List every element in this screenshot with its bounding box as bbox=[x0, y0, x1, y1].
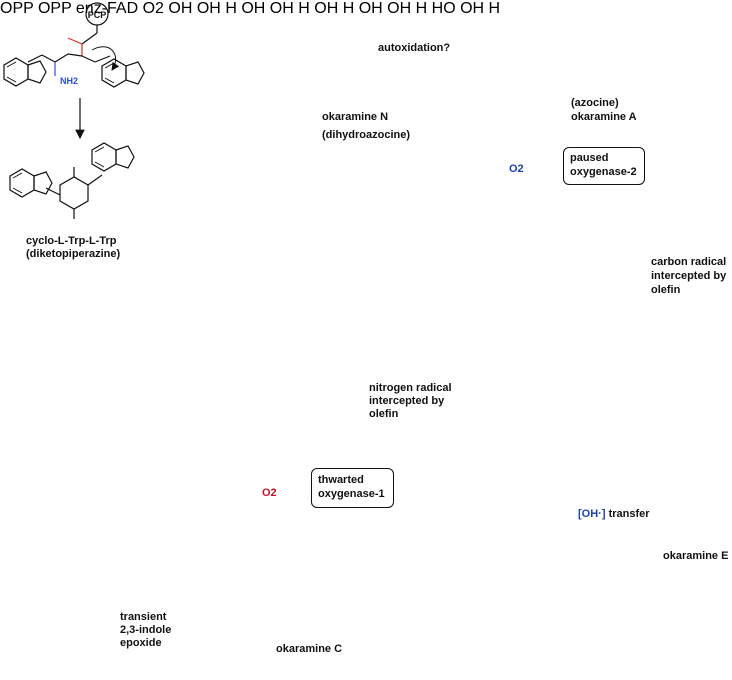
arrow-up-thwarted: O2 thwarted oxygenase-1 OH nitrogen radi… bbox=[196, 0, 729, 562]
opp-blue-label: OPP bbox=[37, 0, 72, 17]
carbon-intercepted-label: intercepted by bbox=[651, 270, 727, 282]
okaramine-e-box: HO OH H okaramine E const data = JSON.pa… bbox=[431, 0, 729, 562]
dihydroazocine-label: (dihydroazocine) bbox=[322, 129, 411, 141]
thwarted-label: thwarted bbox=[318, 474, 364, 486]
arrow-paused: O2 paused oxygenase-2 OH carbon radical … bbox=[358, 0, 729, 562]
epoxide-label: epoxide bbox=[120, 637, 162, 649]
arrow-up-okaramine-n: OH H okaramine N (dihydroazocine) autoxi… bbox=[269, 0, 729, 562]
oxygenase-2-label: oxygenase-2 bbox=[570, 166, 637, 178]
okaramine-a-label: okaramine A bbox=[571, 111, 637, 123]
diketopiperazine-label: (diketopiperazine) bbox=[26, 248, 121, 260]
arrow-autoxidation: OH H (azocine) okaramine A O2 paused oxy… bbox=[314, 0, 729, 562]
carbon-radical-label: carbon radical bbox=[651, 256, 727, 268]
arrow-prenylation: OPP OPP enz-FAD O2 transient 2,3-indole … bbox=[0, 0, 729, 655]
paused-oxygenase-box bbox=[563, 147, 645, 185]
cyclo-trp-trp-name: cyclo-L-Trp-L-Trp bbox=[26, 235, 117, 247]
arrow-radical-cyclization-right: OH H [OH·] transfer HO OH H okaramine E … bbox=[387, 0, 729, 562]
okaramine-e-label: okaramine E bbox=[663, 550, 729, 562]
okaramine-e-structure: HO OH H bbox=[431, 0, 501, 17]
oh-transfer-label: [OH·] transfer bbox=[578, 508, 650, 521]
opp-red-label: OPP bbox=[0, 0, 34, 17]
pcp-label: PCP bbox=[88, 10, 107, 20]
pcp-tethered-dipeptide bbox=[3, 2, 145, 88]
carbon-radical-intermediate-mid: H OH bbox=[225, 0, 266, 17]
nitrogen-intercepted-label: intercepted by bbox=[369, 395, 445, 407]
indole-23-label: 2,3-indole bbox=[120, 624, 172, 636]
oh-radical-label: [OH·] bbox=[578, 508, 606, 520]
autoxidation-label: autoxidation? bbox=[378, 42, 451, 54]
arrow-to-okaramine-c: OH okaramine C O2 thwarted oxygenase-1 O… bbox=[168, 0, 729, 655]
o2-left-label: O2 bbox=[142, 0, 164, 17]
okaramine-n-label: okaramine N bbox=[322, 111, 389, 123]
okaramine-n-structure: OH H bbox=[269, 0, 310, 17]
arrow-radical-cyclization: H OH OH H okaramine N (dihydroazocine) a… bbox=[225, 0, 729, 562]
thwarted-oxygenase-box bbox=[311, 468, 394, 508]
cyclo-trp-trp-structure bbox=[9, 142, 135, 220]
oxygenase-1-label: oxygenase-1 bbox=[318, 488, 385, 500]
radical-olefin-intermediate-right: OH bbox=[358, 0, 383, 17]
carbon-olefin-label: olefin bbox=[651, 284, 681, 296]
nitrogen-radical-intermediate: OH bbox=[196, 0, 221, 17]
okaramine-c-structure: OH bbox=[168, 0, 193, 17]
arrow-oh-transfer: [OH·] transfer HO OH H okaramine E const… bbox=[431, 0, 729, 562]
cyclized-radical-intermediate: OH H bbox=[387, 0, 428, 17]
paused-o2-label: O2 bbox=[509, 163, 524, 175]
okaramine-c-label: okaramine C bbox=[276, 643, 343, 655]
transient-label: transient bbox=[120, 611, 167, 623]
nitrogen-radical-label: nitrogen radical bbox=[369, 382, 452, 394]
okaramine-a-structure: OH H bbox=[314, 0, 355, 17]
arrow-epoxidation: O2 transient 2,3-indole epoxide OH okara… bbox=[120, 0, 729, 655]
paused-label: paused bbox=[570, 152, 609, 164]
thwarted-o2-label: O2 bbox=[262, 487, 277, 499]
azocine-label: (azocine) bbox=[571, 97, 619, 109]
transfer-label: transfer bbox=[608, 508, 650, 520]
nh2-label: NH2 bbox=[60, 76, 78, 86]
nitrogen-olefin-label: olefin bbox=[369, 408, 399, 420]
